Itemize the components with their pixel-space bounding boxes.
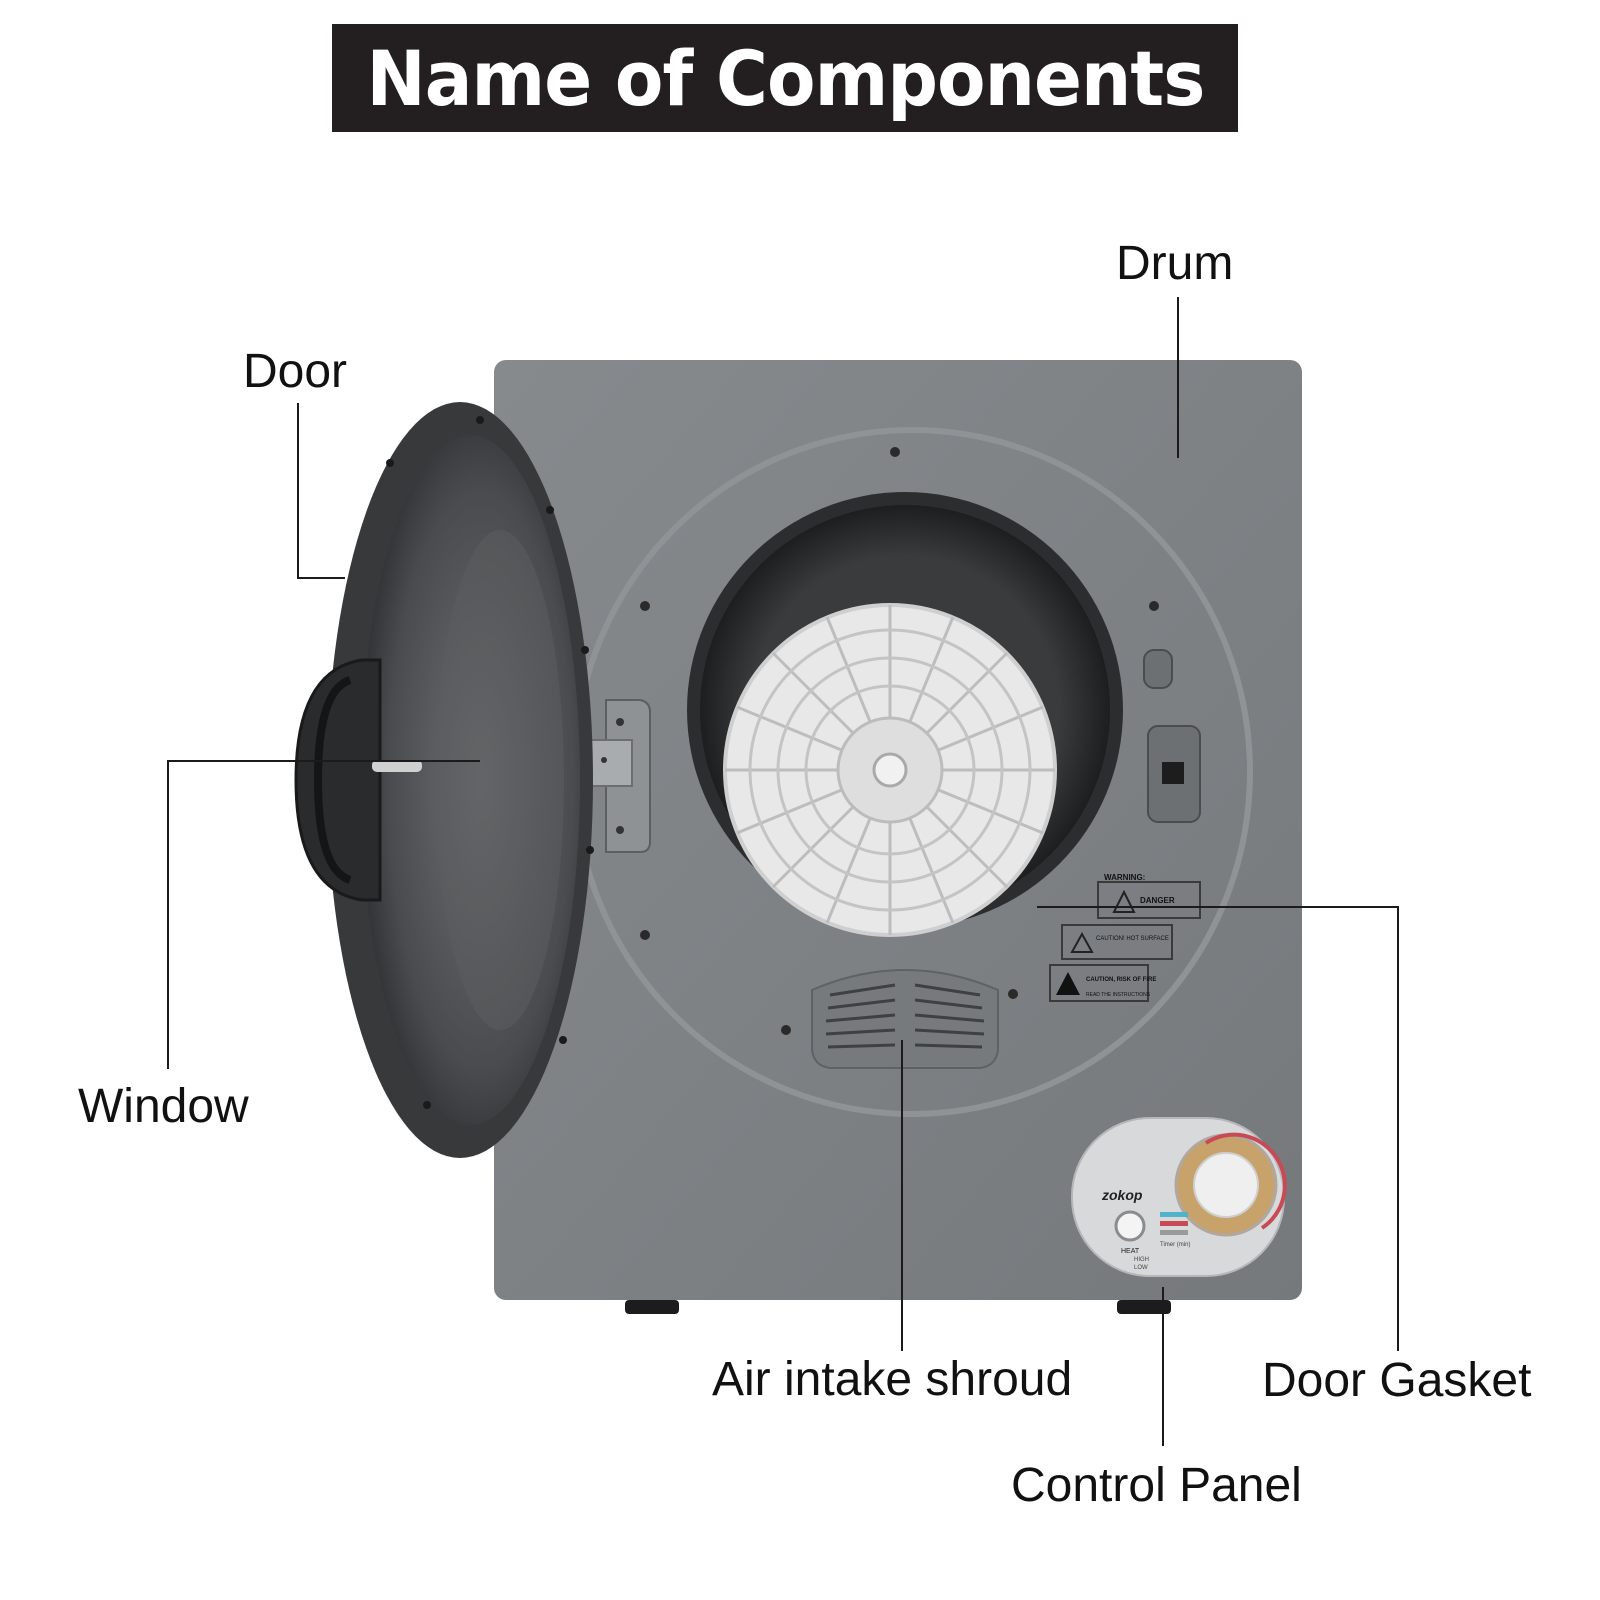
warning-text: WARNING: [1104, 873, 1145, 882]
door [294, 402, 594, 1158]
caution-hot-text: CAUTION! HOT SURFACE [1096, 936, 1169, 942]
heat-high-label: HIGH [1134, 1257, 1149, 1263]
door-handle[interactable] [294, 658, 382, 902]
door-latch-pin [372, 760, 422, 772]
heat-low-label: LOW [1134, 1265, 1148, 1271]
timer-label: Timer (min) [1160, 1242, 1190, 1248]
left-foot [625, 1300, 679, 1314]
leader-lines [167, 297, 1399, 1446]
control-panel [1071, 1117, 1287, 1277]
warning-labels [1049, 881, 1201, 1002]
door-hinge [589, 699, 651, 853]
label-air-intake-shroud: Air intake shroud [712, 1353, 1073, 1406]
label-drum: Drum [1116, 237, 1234, 290]
label-door-gasket: Door Gasket [1262, 1354, 1532, 1407]
right-foot [1117, 1300, 1171, 1314]
air-intake-shroud [811, 969, 999, 1069]
page-title: Name of Components [366, 33, 1205, 123]
drum [687, 492, 1123, 937]
door-gasket-leader [1037, 906, 1399, 1351]
door-latch [1143, 649, 1201, 823]
read-instructions-text: READ THE INSTRUCTIONS [1086, 992, 1151, 998]
timer-knob[interactable] [1193, 1152, 1259, 1218]
danger-text: DANGER [1140, 896, 1175, 905]
heat-label: HEAT [1121, 1248, 1140, 1255]
label-door: Door [243, 345, 348, 398]
title-banner: Name of Components [332, 24, 1238, 132]
heat-button[interactable] [1114, 1210, 1146, 1242]
door-leader [297, 403, 345, 579]
label-control-panel: Control Panel [1011, 1459, 1302, 1512]
caution-fire-text: CAUTION, RISK OF FIRE [1086, 977, 1156, 983]
brand-logo: zokop [1101, 1187, 1143, 1203]
label-window: Window [78, 1080, 249, 1133]
window-leader [167, 760, 480, 1069]
